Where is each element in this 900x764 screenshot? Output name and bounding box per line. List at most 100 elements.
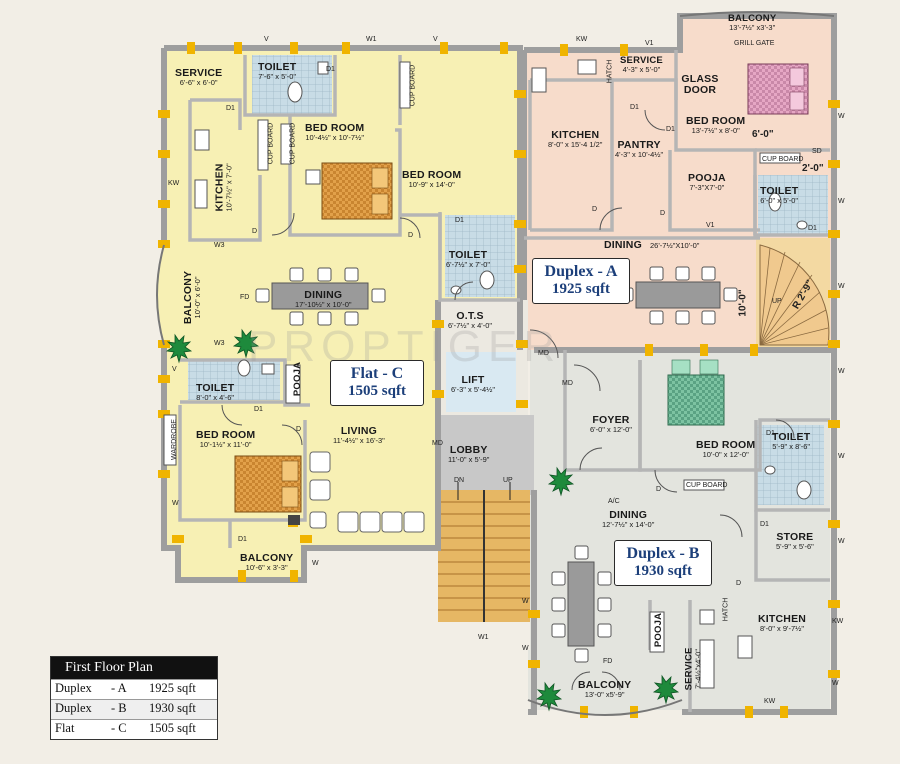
tag-v: V — [172, 366, 177, 373]
tag-d1: D1 — [326, 66, 335, 73]
tag-d1: D1 — [766, 430, 775, 437]
tag-v: V — [264, 36, 269, 43]
tag-md: MD — [432, 440, 443, 447]
tag-fd: FD — [603, 658, 613, 665]
unit-area: 1930 sqft — [634, 563, 692, 580]
legend-cell: Duplex — [55, 681, 92, 695]
legend-title: First Floor Plan — [51, 657, 217, 679]
tag-w: W — [838, 283, 845, 290]
room-dimensions: 10'-4½" x 10'-7½" — [305, 133, 364, 143]
room-dimensions: 7'-3"X7'-0" — [689, 183, 725, 193]
tag-kw: KW — [576, 36, 588, 43]
tag-d: D — [656, 486, 662, 493]
unit-name: Duplex - A — [544, 263, 618, 280]
tag-w: W — [838, 198, 845, 205]
room-dimensions: 11'-4½" x 16'-3" — [333, 436, 385, 446]
room-name: PANTRY — [617, 139, 661, 151]
bed-flat-c-1 — [305, 162, 393, 220]
tag-w: W — [522, 598, 529, 605]
room-dimensions: 6'-3" x 5'-4½" — [451, 385, 496, 395]
tag-cupboard: CUP BOARD — [686, 482, 728, 489]
room-name: POOJA — [688, 172, 726, 184]
room-dimensions: 6'-0" x 12'-0" — [590, 425, 632, 435]
plant-decorations — [165, 328, 680, 712]
tag-w: W — [838, 453, 845, 460]
room-name: GLASS DOOR — [681, 73, 719, 97]
room-dimensions: 6'-7½" x 7'-0" — [446, 260, 491, 270]
tag-d1: D1 — [254, 406, 263, 413]
unit-area: 1925 sqft — [552, 281, 610, 298]
tag-d: D — [296, 426, 302, 433]
unit-label-duplex-b: Duplex - B 1930 sqft — [614, 540, 712, 586]
room-name: POOJA — [653, 612, 665, 648]
room-dimensions: 4'-3" x 10'-4½" — [615, 150, 664, 160]
tag-d1: D1 — [666, 126, 675, 133]
room-name: DINING — [609, 509, 648, 521]
fixtures — [194, 59, 812, 659]
tag-dim-10ft: 10'-0" — [737, 289, 749, 317]
tag-d1: D1 — [760, 521, 769, 528]
tag-v1: V1 — [706, 222, 715, 229]
tag-d: D — [660, 210, 666, 217]
room-dimensions: 13'-0" x5'-9" — [584, 690, 625, 700]
tag-wardrobe: WARDROBE — [170, 419, 178, 460]
tag-w: W — [832, 680, 839, 687]
room-dimensions: 8'-0" x 4'-6" — [196, 393, 235, 403]
unit-label-flat-c: Flat - C 1505 sqft — [330, 360, 424, 406]
room-dimensions: 6'-0" x 5'-0" — [760, 196, 799, 206]
tag-kw: KW — [764, 698, 776, 705]
room-name: STORE — [776, 531, 814, 543]
tag-w1: W1 — [366, 36, 377, 43]
tag-d: D — [592, 206, 598, 213]
tag-md: MD — [538, 350, 549, 357]
tag-v1: V1 — [645, 40, 654, 47]
room-name: TOILET — [258, 61, 297, 73]
tag-d: D — [252, 228, 258, 235]
room-dimensions: 26'-7½"X10'-0" — [650, 241, 700, 250]
room-label-dining-dims: 26'-7½"X10'-0" — [650, 242, 699, 250]
room-label-pooja: POOJA — [292, 361, 304, 397]
tag-cupboard: CUP BOARD — [289, 122, 297, 165]
bed-duplex-a — [747, 63, 809, 115]
tag-sd: SD — [812, 148, 822, 155]
room-name: FOYER — [592, 414, 630, 426]
spiral-staircase — [759, 244, 830, 346]
legend-cell: 1505 sqft — [149, 721, 196, 735]
tag-w: W — [172, 500, 179, 507]
tag-d: D — [408, 232, 414, 239]
tag-ac: A/C — [608, 498, 620, 505]
tag-w1: W1 — [478, 634, 489, 641]
legend-cell: - C — [111, 721, 127, 735]
room-name: POOJA — [292, 361, 304, 397]
room-name: SERVICE — [620, 55, 663, 66]
room-dimensions: 4'-3" x 5'-0" — [622, 64, 661, 74]
room-name: BED ROOM — [686, 115, 746, 127]
room-dimensions: 10'-7½" x 7'-0" — [224, 163, 234, 212]
tag-kw: KW — [832, 618, 844, 625]
room-dimensions: 7'-4½"x4'-0" — [693, 648, 703, 689]
tag-w3: W3 — [214, 242, 225, 249]
